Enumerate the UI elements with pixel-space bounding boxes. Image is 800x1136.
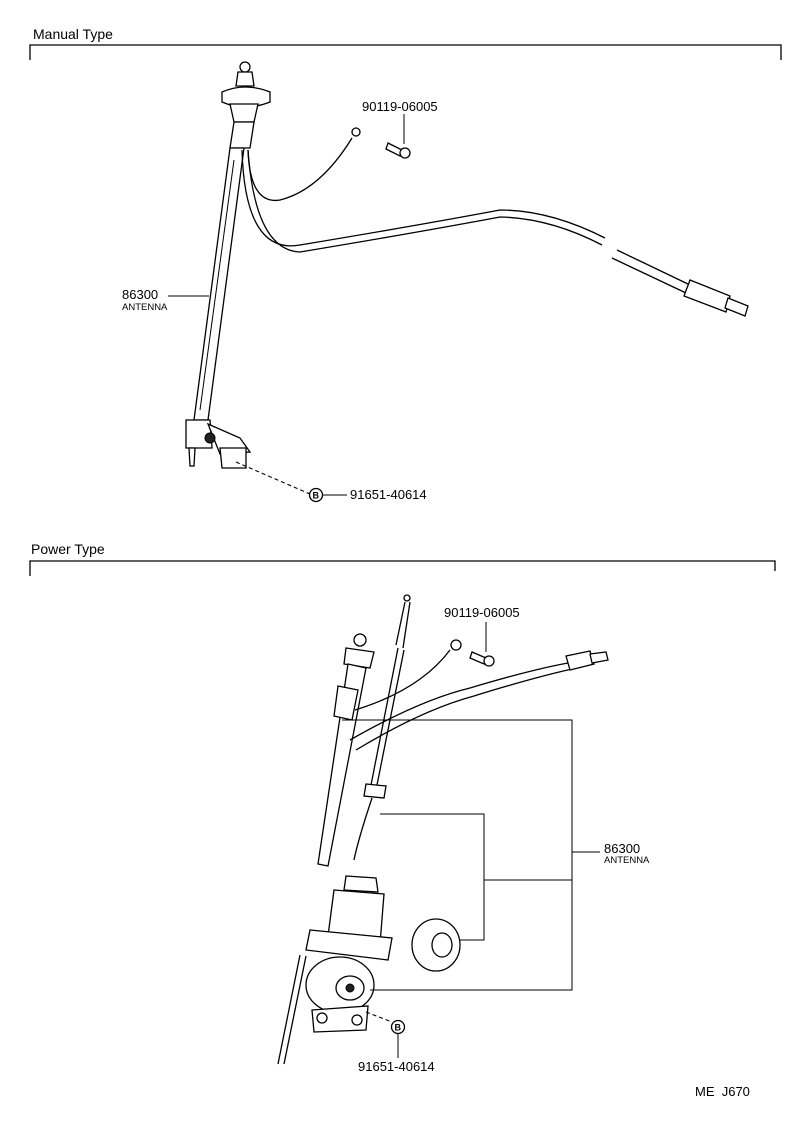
power-antenna-name: ANTENNA [604,855,650,866]
diagram-code: ME J670 [695,1084,750,1099]
power-nut-part-number: 91651-40614 [358,1059,435,1074]
manual-antenna-name: ANTENNA [122,302,168,313]
power-nut-marker: B [395,1023,402,1033]
power-antenna-part-number: 86300 [604,841,641,856]
manual-antenna-part-number: 86300 [122,287,159,302]
power-type-title: Power Type [31,541,105,557]
manual-section-frame [29,44,782,60]
manual-antenna-drawing: B [168,61,749,503]
manual-bolt-part-number: 90119-06005 [362,99,438,114]
power-section-frame [29,560,776,576]
manual-type-title: Manual Type [33,26,113,42]
power-antenna-drawing: B [277,594,609,1065]
manual-nut-part-number: 91651-40614 [350,487,427,502]
manual-nut-marker: B [313,491,320,501]
power-bolt-part-number: 90119-06005 [444,605,520,620]
